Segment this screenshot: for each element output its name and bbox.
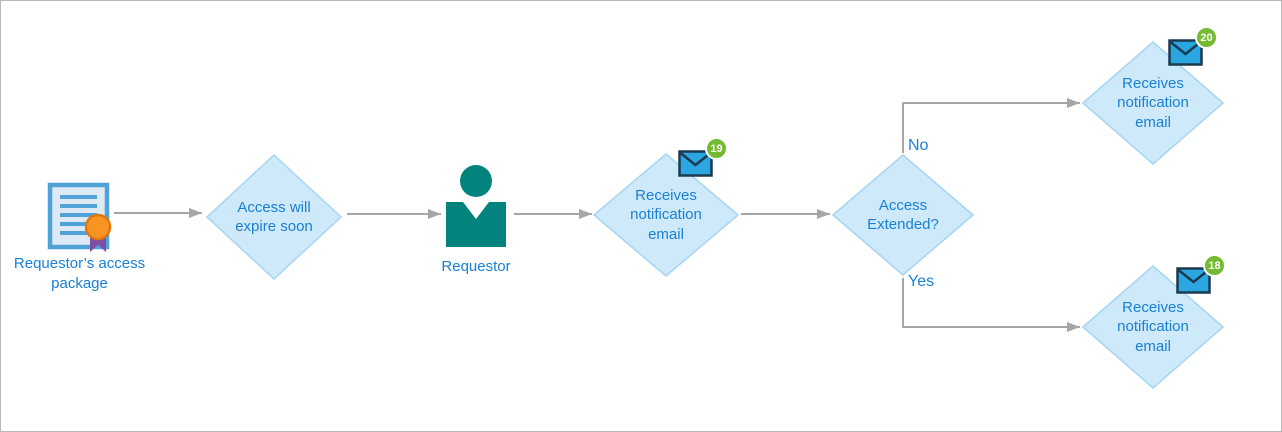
label-access-package: Requestor’s access package [13,255,146,292]
notification-count-badge: 20 [1195,26,1218,49]
diamond-receives-notification-email-18 [1081,265,1225,389]
email-icon-group-20: 20 [1168,26,1218,66]
label-receives-notification-19: Receives notification email [630,186,702,243]
diamond-access-will-expire-soon [205,153,343,281]
diamond-receives-notification-email-20 [1081,41,1225,165]
label-access-will-expire-soon: Access will expire soon [235,198,313,236]
label-receives-notification-20: Receives notification email [1117,74,1189,131]
label-receives-notification-18: Receives notification email [1117,298,1189,355]
edge-label-yes: Yes [908,273,935,290]
edge-label-no: No [908,137,929,154]
email-icon-group-18: 18 [1176,254,1226,294]
email-icon [1176,267,1211,294]
label-requestor: Requestor [441,258,511,275]
connector-yes-branch [902,278,1080,332]
email-icon [678,150,713,177]
notification-count-badge: 19 [705,137,728,160]
person-icon [446,165,506,252]
diamond-receives-notification-email-19 [592,153,740,277]
connector-no-branch [902,98,1080,153]
certificate-document-icon [47,182,113,259]
notification-count-badge: 18 [1203,254,1226,277]
diamond-access-extended [831,154,975,276]
email-icon-group-19: 19 [678,137,728,177]
seal-icon [84,213,112,241]
email-icon [1168,39,1203,66]
label-access-extended: Access Extended? [867,196,939,234]
